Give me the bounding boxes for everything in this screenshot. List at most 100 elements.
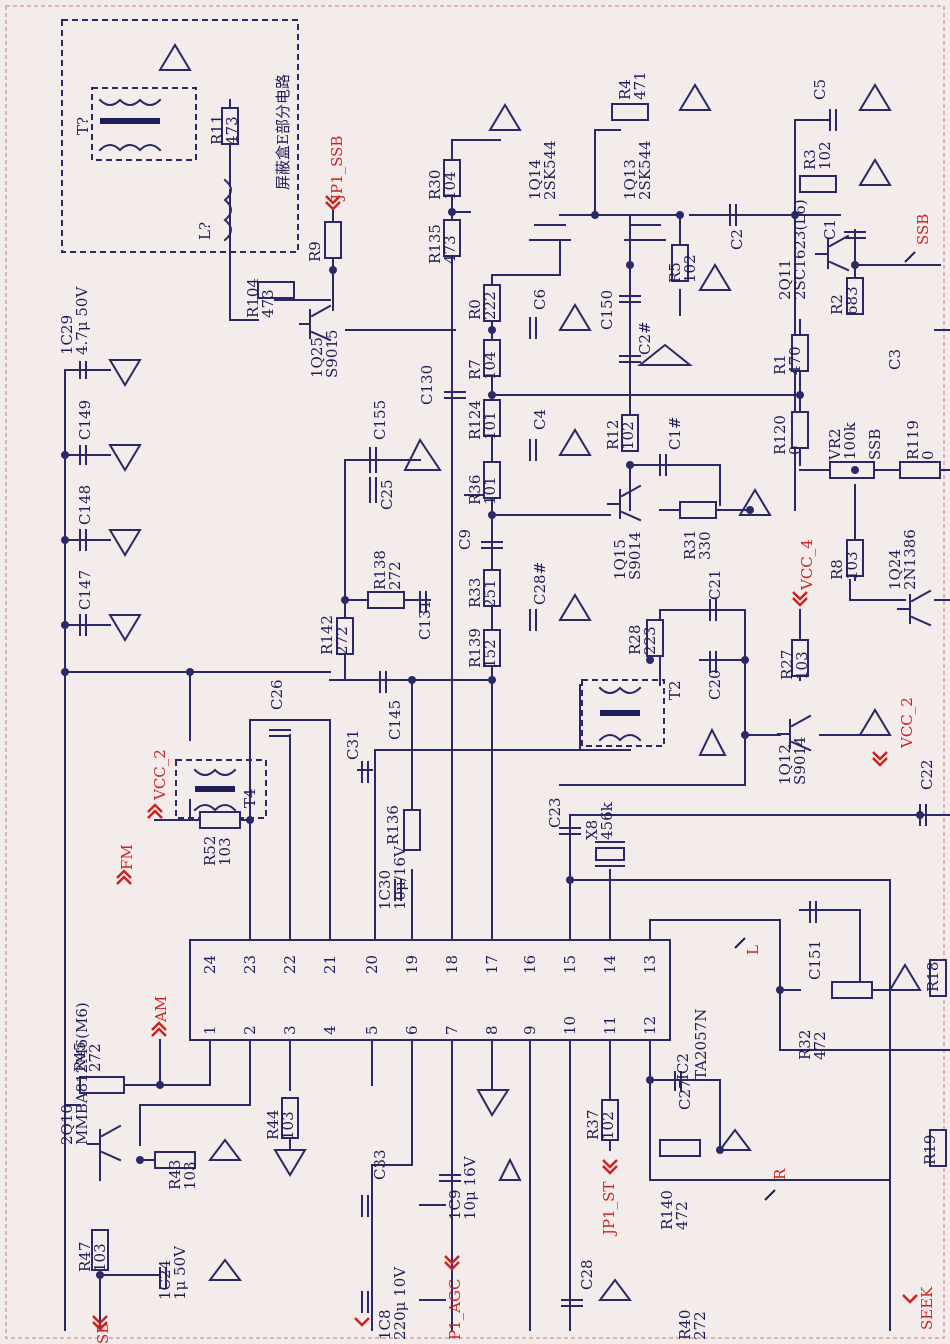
- component-ref: C2: [728, 229, 746, 250]
- component-value: 220μ 10V: [391, 1266, 409, 1340]
- component-ref: 1Q12: [776, 744, 794, 785]
- component-ref: T?: [74, 117, 92, 135]
- component-value: 101: [481, 411, 499, 440]
- component-ref: R104: [244, 278, 262, 318]
- component-value: 272: [386, 561, 404, 590]
- component-value: 102: [681, 254, 699, 283]
- component-value: 470: [786, 346, 804, 375]
- component-value: 272: [691, 1311, 709, 1340]
- component-value: 251: [481, 579, 499, 608]
- ic-pin-13: 13: [641, 955, 659, 974]
- component-ref: 1Q24: [886, 549, 904, 590]
- component-ref: R43: [166, 1160, 184, 1190]
- component-ref: C33: [371, 1149, 389, 1180]
- signal-l: L: [744, 945, 762, 955]
- component-ref: C1: [821, 219, 839, 240]
- component-ref: 1C8: [376, 1309, 394, 1340]
- component-value: 330: [696, 531, 714, 560]
- component-ref: C155: [371, 400, 389, 440]
- ic-pin-15: 15: [561, 955, 579, 974]
- ic-ref: IC2: [674, 1053, 692, 1080]
- component-ref: C23: [546, 797, 564, 828]
- component-value: 2SK544: [636, 140, 654, 200]
- ic-pin-17: 17: [483, 955, 501, 974]
- component-ref: R30: [426, 170, 444, 200]
- component-ref: R31: [681, 530, 699, 560]
- component-ref: 1C30: [376, 870, 394, 910]
- component-ref: R44: [264, 1110, 282, 1140]
- component-ref: C130: [418, 365, 436, 405]
- component-value: S9014: [626, 532, 644, 580]
- component-ref: C145: [386, 700, 404, 740]
- component-value: 103: [279, 1111, 297, 1140]
- component-value: 102: [816, 141, 834, 170]
- signal-am: AM: [152, 996, 170, 1023]
- ic-pin-2: 2: [241, 1025, 259, 1035]
- component-value: 1μ 50V: [171, 1245, 189, 1300]
- component-ref: C28#: [531, 562, 549, 605]
- component-ref: R139: [466, 628, 484, 668]
- component-ref: X8: [583, 820, 601, 840]
- ic-pin-7: 7: [443, 1025, 461, 1035]
- signal-vcc2-a: VCC_2: [898, 697, 916, 749]
- component-ref: 1Q25: [308, 337, 326, 378]
- signal-seek: SEEK: [918, 1286, 936, 1330]
- component-value: 103: [793, 651, 811, 680]
- component-ref: R0: [466, 299, 484, 320]
- component-value: 2SC1623(L6): [791, 199, 809, 300]
- component-ref: T2: [666, 680, 684, 700]
- ic-pin-14: 14: [601, 955, 619, 974]
- component-ref: T4: [241, 788, 259, 808]
- component-value: 456k: [598, 801, 616, 840]
- component-ref: C1#: [666, 416, 684, 450]
- component-ref: R52: [201, 836, 219, 866]
- component-value: 222: [481, 291, 499, 320]
- component-ref: C4: [531, 409, 549, 430]
- ic-pin-1: 1: [201, 1025, 219, 1035]
- component-ref: 2Q10: [58, 1104, 76, 1145]
- component-ref: L?: [196, 222, 214, 240]
- component-ref: C22: [918, 759, 936, 790]
- component-ref: R124: [466, 400, 484, 440]
- component-ref: C149: [76, 400, 94, 440]
- component-ref: 2Q11: [776, 259, 794, 300]
- component-ref: R1: [771, 354, 789, 375]
- component-value: MMBA812M6(M6): [73, 1002, 91, 1145]
- component-ref: C151: [806, 940, 824, 980]
- component-ref: R138: [371, 550, 389, 590]
- component-ref: C9: [456, 529, 474, 550]
- ic-pin-19: 19: [403, 955, 421, 974]
- component-ref: R8: [828, 559, 846, 580]
- component-value: S9015: [323, 330, 341, 378]
- component-ref: 1Q13: [621, 159, 639, 200]
- component-value: 473: [441, 235, 459, 264]
- component-value: 473: [223, 116, 241, 145]
- component-ref: R28: [626, 625, 644, 655]
- component-value: 152: [481, 639, 499, 668]
- component-value: 103: [843, 551, 861, 580]
- component-ref: 1Q15: [611, 539, 629, 580]
- ic-pin-20: 20: [363, 955, 381, 974]
- ic-pin-12: 12: [641, 1016, 659, 1035]
- component-value: 103: [216, 837, 234, 866]
- component-ref: C26: [268, 679, 286, 710]
- ic-pin-18: 18: [443, 955, 461, 974]
- component-ref: C31: [344, 729, 362, 760]
- component-ref: C131: [416, 600, 434, 640]
- signal-ssb: SSB: [914, 214, 932, 245]
- component-ref: C147: [76, 570, 94, 610]
- component-ref: R45: [71, 1042, 89, 1072]
- component-value: 103: [91, 1243, 109, 1272]
- component-ref: R33: [466, 578, 484, 608]
- component-ref: 1C24: [156, 1260, 174, 1300]
- component-ref: R18: [924, 962, 942, 992]
- component-value: 10μ/16V: [391, 845, 409, 910]
- component-value: 102: [619, 421, 637, 450]
- ic-pin-4: 4: [321, 1025, 339, 1035]
- component-ref: R119: [904, 420, 922, 460]
- component-value: 4.7μ 50V: [73, 286, 91, 355]
- ic-pin-21: 21: [321, 955, 339, 974]
- ic-part: TA2057N: [692, 1009, 710, 1080]
- component-ref: R9: [306, 241, 324, 262]
- component-ref: R2: [828, 294, 846, 315]
